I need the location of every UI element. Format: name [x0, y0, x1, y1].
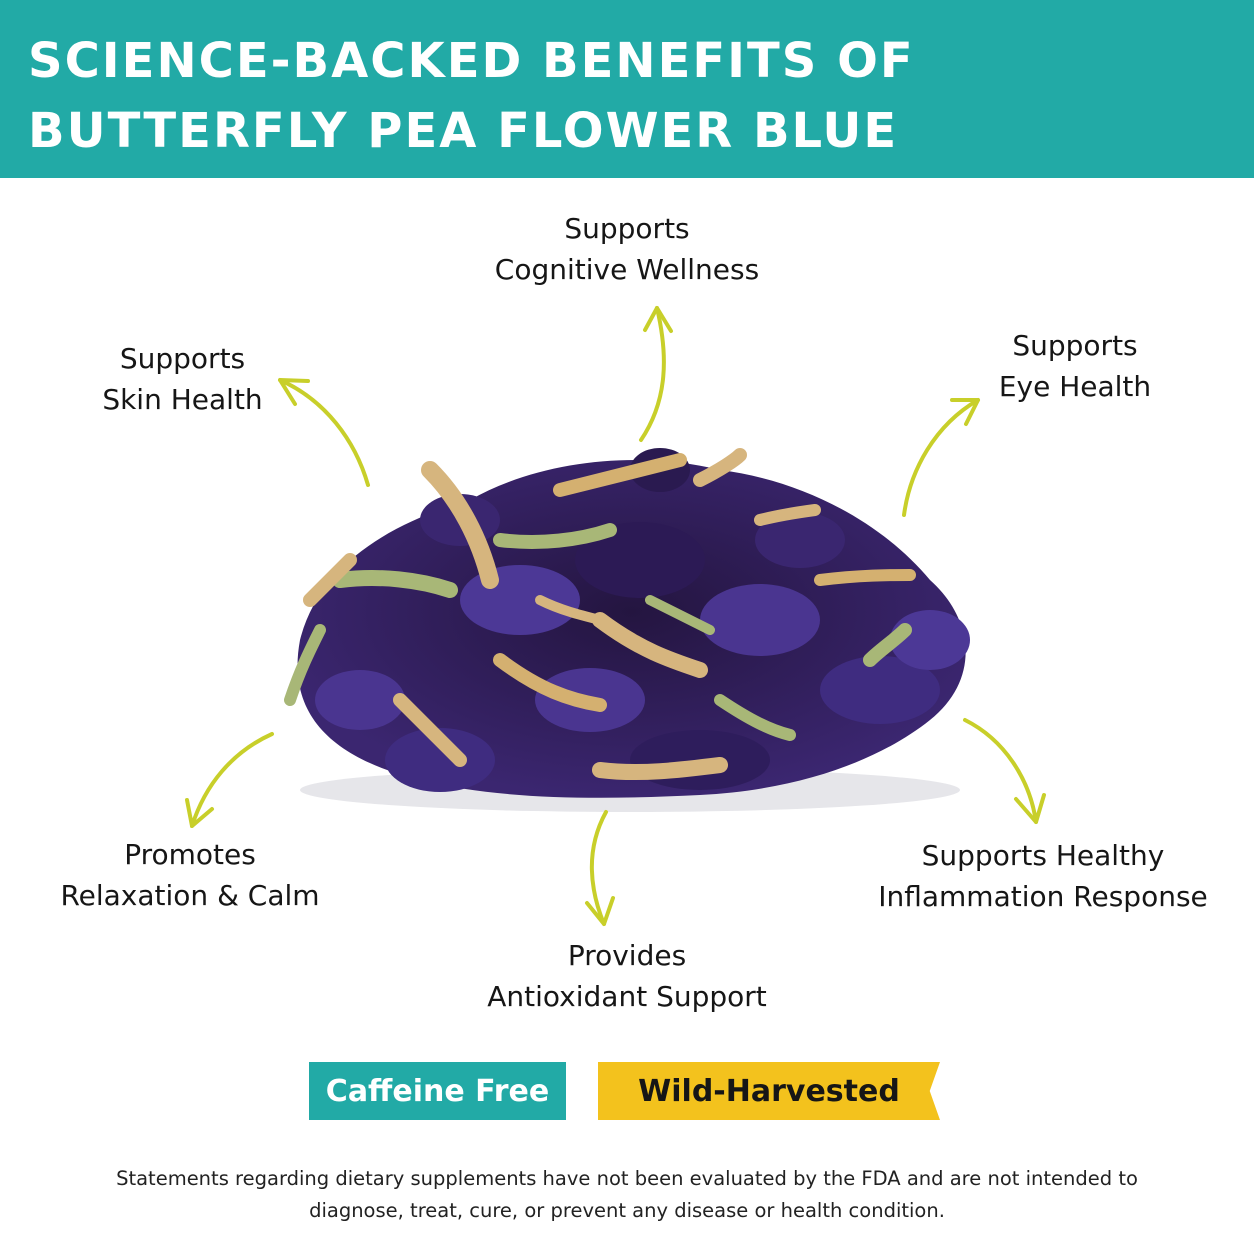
caffeine-free-badge: Caffeine Free: [309, 1062, 566, 1120]
benefit-line-2: Cognitive Wellness: [494, 253, 760, 286]
benefit-line-1: Provides: [567, 939, 687, 972]
arrow-cognitive: [639, 306, 673, 442]
benefit-line-2: Eye Health: [998, 370, 1152, 403]
benefit-line-1: Supports Healthy: [921, 839, 1165, 872]
title-line-2: BUTTERFLY PEA FLOWER BLUE: [28, 103, 899, 159]
arrow-antioxidant: [585, 810, 615, 926]
benefit-line-1: Promotes: [124, 838, 256, 871]
title-line-1: SCIENCE-BACKED BENEFITS OF: [28, 33, 915, 89]
benefit-line-2: Relaxation & Calm: [60, 879, 320, 912]
disclaimer-line-1: Statements regarding dietary supplements…: [116, 1167, 1138, 1190]
header-banner: SCIENCE-BACKED BENEFITS OF BUTTERFLY PEA…: [0, 0, 1254, 178]
benefit-skin-health: Supports Skin Health: [70, 338, 295, 420]
fda-disclaimer: Statements regarding dietary supplements…: [60, 1163, 1194, 1227]
benefit-inflammation-response: Supports Healthy Inflammation Response: [858, 835, 1228, 917]
benefit-line-1: Supports: [1012, 329, 1138, 362]
benefit-line-1: Supports: [564, 212, 690, 245]
wild-harvested-badge: Wild-Harvested: [598, 1062, 940, 1120]
arrow-eye: [902, 398, 980, 517]
disclaimer-line-2: diagnose, treat, cure, or prevent any di…: [309, 1199, 945, 1222]
benefit-line-1: Supports: [119, 342, 246, 375]
benefit-line-2: Inflammation Response: [878, 880, 1208, 913]
benefit-cognitive-wellness: Supports Cognitive Wellness: [470, 208, 784, 290]
arrow-relaxation: [185, 732, 274, 828]
benefit-eye-health: Supports Eye Health: [970, 325, 1180, 407]
benefit-line-2: Skin Health: [102, 383, 263, 416]
calyx-stems: [284, 448, 916, 781]
benefit-line-2: Antioxidant Support: [487, 980, 767, 1013]
benefit-antioxidant-support: Provides Antioxidant Support: [462, 935, 792, 1017]
arrow-skin: [278, 378, 370, 487]
arrow-inflammation: [963, 718, 1046, 824]
benefit-relaxation-calm: Promotes Relaxation & Calm: [40, 834, 340, 916]
page-title: SCIENCE-BACKED BENEFITS OF BUTTERFLY PEA…: [28, 26, 1208, 166]
